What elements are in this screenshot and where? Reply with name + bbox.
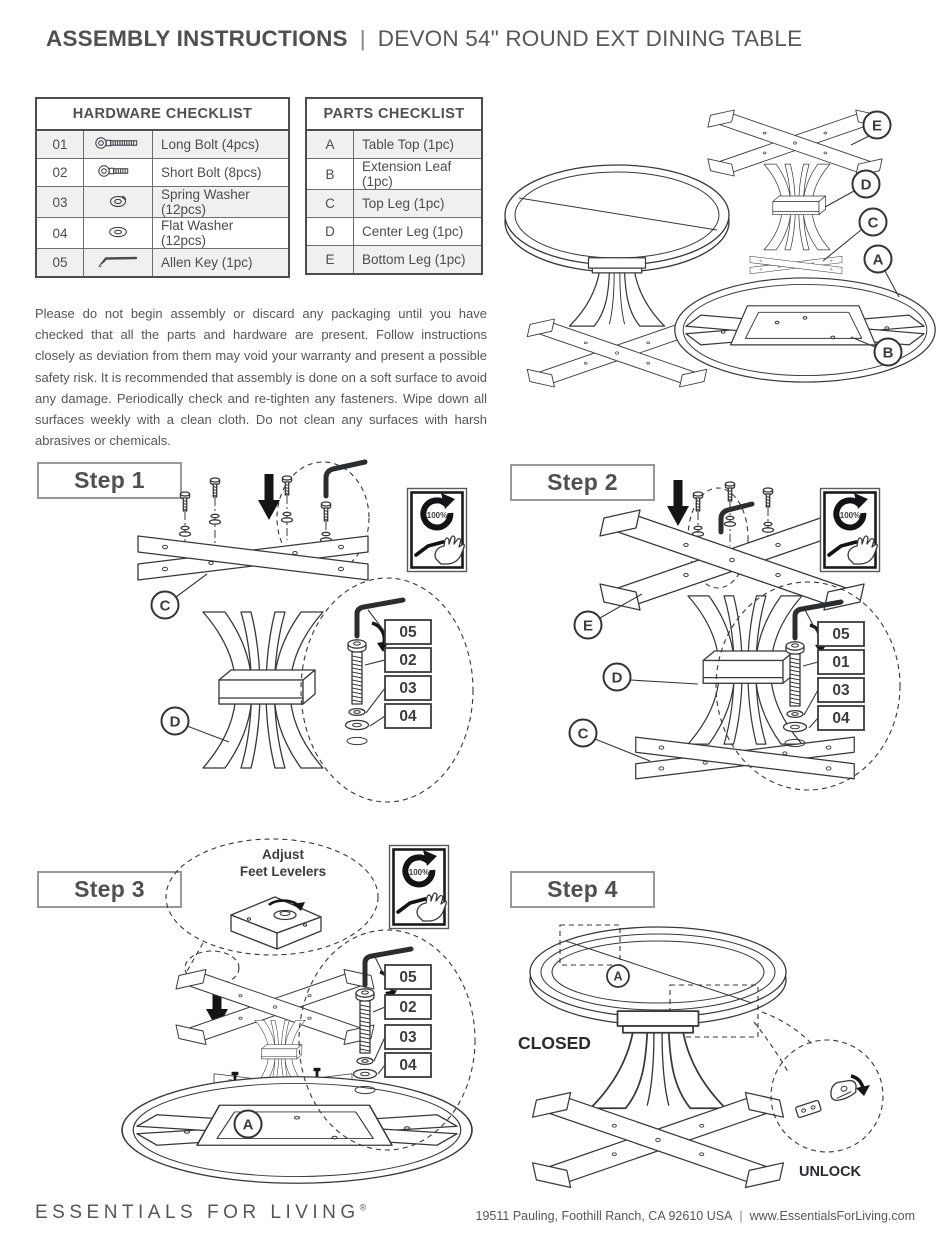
callout-flat-washer: 04 [832, 710, 850, 727]
company-address: 19511 Pauling, Foothill Ranch, CA 92610 … [475, 1209, 733, 1223]
page-title: ASSEMBLY INSTRUCTIONS | DEVON 54" ROUND EX… [46, 26, 906, 52]
adjust-feet-annotation-line1: Adjust [262, 847, 305, 862]
hardware-checklist-title: HARDWARE CHECKLIST [35, 97, 290, 131]
part-label-center-leg: D [861, 177, 872, 194]
hardware-row: 04 Flat Washer (12pcs) [35, 217, 290, 249]
step3-diagram: Adjust Feet Levelers A 05 02 03 04 [121, 838, 476, 1185]
footer-contact: 19511 Pauling, Foothill Ranch, CA 92610 … [476, 1209, 915, 1223]
step3-title-box: Step 3 [37, 871, 182, 908]
part-label-center-leg: D [612, 670, 623, 687]
footer-divider: | [739, 1209, 743, 1223]
short-bolt-icon [98, 165, 129, 177]
step3-title: Step 3 [74, 876, 145, 902]
tighten-fully-badge: 100% [408, 489, 467, 572]
top-leg-part [137, 535, 369, 581]
callout-spring-washer: 03 [832, 682, 850, 699]
step4-title-box: Step 4 [510, 871, 655, 908]
tighten-fully-badge: 100% [821, 489, 880, 572]
overview-exploded-diagram: E D C A B [504, 109, 936, 388]
callout-flat-washer: 04 [399, 1057, 417, 1074]
hardware-row: 05 Allen Key (1pc) [35, 248, 290, 278]
tighten-fully-badge: 100% [390, 846, 449, 929]
foot-leveler-detail [229, 895, 323, 951]
hardware-row: 03 Spring Washer (12pcs) [35, 186, 290, 218]
callout-bolt: 02 [399, 652, 416, 669]
tighten-percent-label: 100% [840, 511, 860, 520]
down-arrow-icon [667, 480, 689, 526]
assembled-table-drawing [504, 164, 730, 388]
center-leg-part [687, 595, 803, 745]
table-top-underside-part [121, 1075, 473, 1185]
registered-mark: ® [359, 1202, 367, 1213]
callout-spring-washer: 03 [399, 1029, 417, 1046]
hardware-checklist-table: HARDWARE CHECKLIST 01 Long Bolt (4pcs) 0… [35, 97, 290, 278]
unlock-action-label: UNLOCK [799, 1164, 862, 1180]
tighten-percent-label: 100% [427, 511, 447, 520]
adjust-feet-annotation-line2: Feet Levelers [240, 864, 326, 879]
part-label-table-top: A [613, 970, 622, 984]
doc-type-title: ASSEMBLY INSTRUCTIONS [46, 26, 348, 51]
long-bolt-icon [95, 137, 138, 149]
assembly-warning-paragraph: Please do not begin assembly or discard … [35, 306, 487, 449]
step4-title: Step 4 [547, 876, 618, 902]
callout-bolt: 01 [832, 654, 850, 671]
step2-title-box: Step 2 [510, 464, 655, 501]
callout-allen-key: 05 [832, 626, 850, 643]
step2-diagram: E D C 05 01 03 04 100% [568, 480, 901, 791]
company-website: www.EssentialsForLiving.com [749, 1209, 915, 1223]
title-divider: | [359, 26, 366, 51]
callout-allen-key: 05 [399, 969, 417, 986]
part-label-top-leg: C [160, 598, 171, 615]
hardware-row: 01 Long Bolt (4pcs) [35, 129, 290, 159]
tighten-percent-label: 100% [409, 868, 429, 877]
step4-diagram: A CLOSED UNLOCK [518, 924, 884, 1189]
closed-table-drawing: A [529, 924, 787, 1189]
product-title: DEVON 54" ROUND EXT DINING TABLE [377, 26, 803, 51]
part-label-top-leg: C [578, 726, 589, 743]
step2-title: Step 2 [547, 469, 618, 495]
spring-washer-icon [110, 194, 127, 207]
part-label-top-leg: C [868, 215, 879, 232]
center-leg-part [763, 163, 831, 251]
parts-checklist-title: PARTS CHECKLIST [305, 97, 483, 131]
part-label-table-top: A [873, 252, 884, 269]
allen-key-icon [98, 256, 138, 268]
center-leg-part [202, 611, 324, 769]
latch-mechanism-drawing [793, 1074, 872, 1120]
step1-title: Step 1 [74, 467, 145, 493]
closed-state-label: CLOSED [518, 1033, 591, 1053]
part-label-table-top: A [243, 1117, 254, 1134]
part-label-bottom-leg: E [583, 618, 593, 635]
callout-bolt: 02 [399, 999, 416, 1016]
top-leg-part [635, 736, 855, 780]
hardware-row: 02 Short Bolt (8pcs) [35, 158, 290, 187]
step1-diagram: C D 05 02 03 04 100% [137, 459, 474, 803]
part-label-bottom-leg: E [872, 118, 882, 135]
step1-title-box: Step 1 [37, 462, 182, 499]
callout-flat-washer: 04 [399, 708, 417, 725]
brand-name: ESSENTIALS FOR LIVING [35, 1202, 360, 1223]
callout-spring-washer: 03 [399, 680, 417, 697]
part-label-extension-leaf: B [883, 345, 894, 362]
flat-washer-icon [109, 226, 127, 237]
top-leg-part [749, 255, 843, 275]
callout-allen-key: 05 [399, 624, 417, 641]
table-top-underside-part [674, 277, 936, 383]
part-label-center-leg: D [170, 714, 181, 731]
brand-logo: ESSENTIALS FOR LIVING® [35, 1202, 366, 1224]
